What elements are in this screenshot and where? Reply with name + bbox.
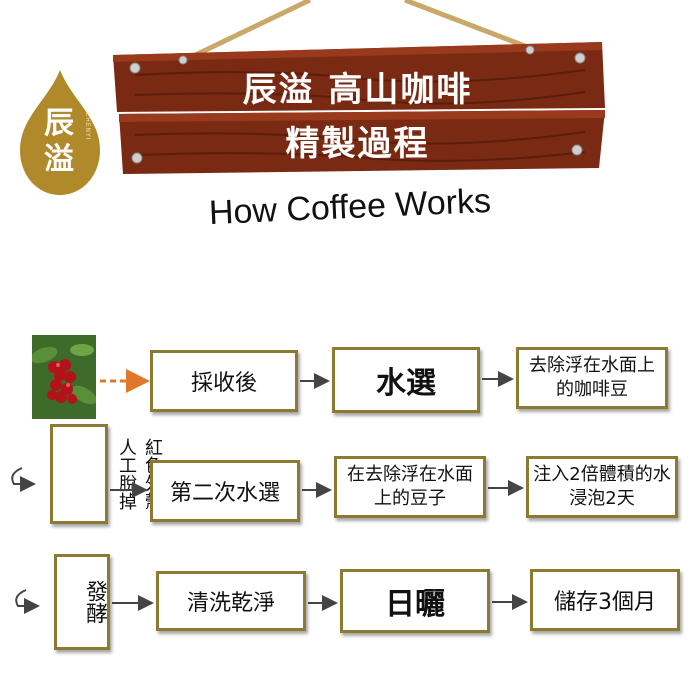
step-wash-clean: 清洗乾淨 <box>156 571 306 631</box>
step-store-three-months-label: 儲存3個月 <box>554 590 656 615</box>
step-soak-two-days-label: 注入2倍體積的水浸泡2天 <box>533 464 671 509</box>
arrow-return-row3 <box>15 589 40 614</box>
step-water-selection: 水選 <box>332 347 480 413</box>
step-harvest: 採收後 <box>150 350 298 412</box>
step-sun-dry-label: 日曬 <box>385 587 445 622</box>
wood-sign-graphic <box>113 0 605 174</box>
step-harvest-label: 採收後 <box>190 371 257 396</box>
step-water-selection-label: 水選 <box>376 366 436 401</box>
step-manual-peel: 紅色外殼 人工脫掉 <box>50 424 163 524</box>
step-wash-clean-label: 清洗乾淨 <box>186 591 275 616</box>
step-sun-dry: 日曬 <box>340 569 490 633</box>
step-remove-floating-beans-2-label: 在去除浮在水面上的豆子 <box>347 464 473 509</box>
step-soak-two-days: 注入2倍體積的水浸泡2天 <box>526 456 678 518</box>
coffee-cherry-photo <box>30 335 97 419</box>
step-second-water-selection: 第二次水選 <box>150 460 300 522</box>
arrow-return-row2 <box>11 467 36 492</box>
step-second-water-selection-label: 第二次水選 <box>169 481 280 506</box>
step-manual-peel-col2: 人工脫掉 <box>116 438 137 510</box>
step-fermentation-label: 發酵 <box>82 580 107 624</box>
brand-logo: 辰溢 CHENYI <box>20 70 100 195</box>
step-fermentation: 發酵 <box>54 554 110 650</box>
logo-subtitle: CHENYI <box>84 112 91 141</box>
step-remove-floating-beans-2: 在去除浮在水面上的豆子 <box>334 456 486 518</box>
logo-drop-icon <box>20 70 100 195</box>
sign-title-line1: 辰溢 高山咖啡 <box>242 70 473 110</box>
logo-text: 辰溢 <box>44 106 74 177</box>
title-sign: 辰溢 高山咖啡 精製過程 <box>105 0 610 190</box>
step-remove-floating-beans: 去除浮在水面上的咖啡豆 <box>516 347 668 409</box>
sign-title-line2: 精製過程 <box>285 124 430 164</box>
step-store-three-months: 儲存3個月 <box>530 569 680 631</box>
step-remove-floating-beans-label: 去除浮在水面上的咖啡豆 <box>529 355 655 400</box>
coffee-cherry-icon <box>30 335 97 419</box>
